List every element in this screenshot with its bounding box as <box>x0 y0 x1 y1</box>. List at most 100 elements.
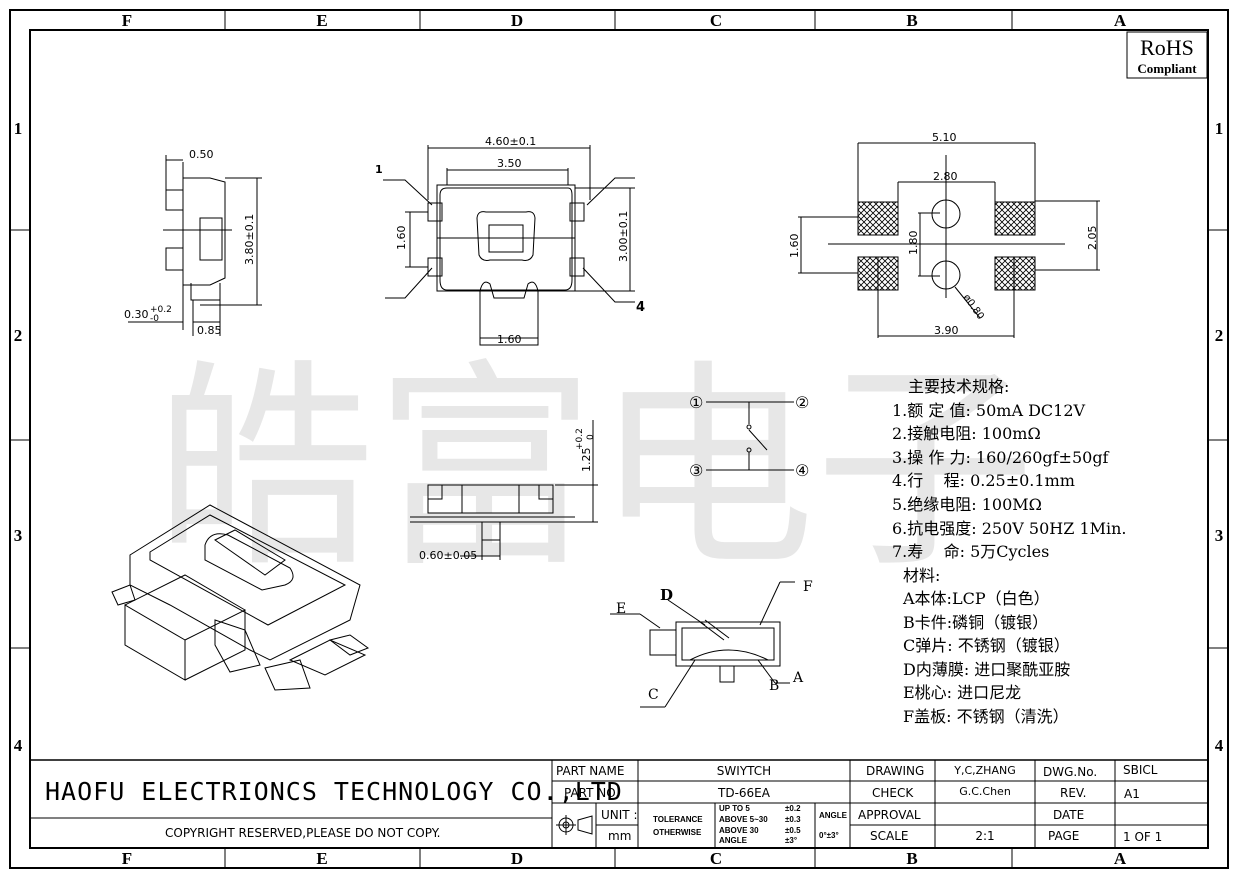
angle-value: 0°±3° <box>819 831 839 840</box>
isometric-view <box>111 504 370 691</box>
dim-label: 3.90 <box>934 324 959 337</box>
zone-label: B <box>906 849 917 868</box>
rev-label: REV. <box>1060 786 1086 800</box>
zone-label: 1 <box>1215 119 1224 138</box>
dim-label: 0.60±0.05 <box>419 549 477 562</box>
material-item: C弹片: 不锈钢（镀银） <box>903 636 1070 655</box>
page-value: 1 OF 1 <box>1123 830 1162 844</box>
dwg-no-label: DWG.No. <box>1043 765 1097 779</box>
zone-label: 1 <box>14 119 23 138</box>
tolerance-value: ±0.3 <box>785 815 801 824</box>
section-view: E D F A B C <box>610 579 813 708</box>
terminal-label: ③ <box>689 461 703 480</box>
dim-label: 3.50 <box>497 157 522 170</box>
part-name-label: PART NAME <box>556 764 624 778</box>
outer-border <box>9 9 1229 869</box>
angle-label: ANGLE <box>819 811 848 820</box>
zone-label: E <box>316 849 327 868</box>
top-view: 4.60±0.1 3.50 1.60 3.00±0.1 1.60 1 4 <box>375 135 645 346</box>
dim-label: 1.25 <box>580 448 593 473</box>
tolerance-range: ABOVE 5~30 <box>719 815 768 824</box>
otherwise-label: OTHERWISE <box>653 828 702 837</box>
page-label: PAGE <box>1048 829 1079 843</box>
materials-title: 材料: <box>903 566 940 585</box>
zone-label: C <box>710 11 722 30</box>
zone-column-labels-bottom: F E D C B A <box>122 849 1127 868</box>
zone-label: 4 <box>1215 736 1224 755</box>
dim-label: 0.30 <box>124 308 149 321</box>
spec-item: 7.寿 命: 5万Cycles <box>892 542 1049 561</box>
callout-label: B <box>769 678 779 694</box>
callout-label: C <box>648 687 659 703</box>
specs-title: 主要技术规格: <box>908 377 1009 396</box>
zone-label: 3 <box>14 526 23 545</box>
zone-label: C <box>710 849 722 868</box>
zone-label: D <box>511 11 523 30</box>
dim-label: 0.50 <box>189 148 214 161</box>
tolerance-range: ABOVE 30 <box>719 826 759 835</box>
dim-label: 2.05 <box>1086 226 1099 251</box>
material-item: D内薄膜: 进口聚酰亚胺 <box>903 660 1070 679</box>
dim-label: 1.60 <box>395 226 408 251</box>
dim-label: 1.60 <box>788 234 801 259</box>
callout-label: F <box>803 579 813 595</box>
approval-label: APPROVAL <box>858 808 921 822</box>
rohs-title: RoHS <box>1140 35 1194 60</box>
tolerance-range: UP TO 5 <box>719 804 750 813</box>
material-item: A本体:LCP（白色） <box>902 589 1050 608</box>
tolerance-label: TOLERANCE <box>653 815 703 824</box>
dim-label: 2.80 <box>933 170 958 183</box>
spec-item: 4.行 程: 0.25±0.1mm <box>892 471 1075 490</box>
checked-by: G.C.Chen <box>959 785 1011 798</box>
dim-label: 3.80±0.1 <box>243 214 256 265</box>
zone-label: 2 <box>14 326 23 345</box>
part-no-label: PART NO. <box>564 786 619 800</box>
zone-label: A <box>1114 11 1127 30</box>
inner-border <box>29 29 1209 849</box>
dim-label: +0.2 <box>150 305 172 315</box>
drawing-label: DRAWING <box>866 764 924 778</box>
pin-label: 1 <box>375 163 383 176</box>
scale-value: 2:1 <box>975 829 994 843</box>
company-name: HAOFU ELECTRIONCS TECHNOLOGY CO.,LTD <box>45 777 623 806</box>
copyright-notice: COPYRIGHT RESERVED,PLEASE DO NOT COPY. <box>165 826 440 840</box>
rohs-subtitle: Compliant <box>1137 61 1197 76</box>
part-name: SWIYTCH <box>717 764 771 778</box>
zone-dividers <box>10 10 1228 868</box>
pcb-footprint: 5.10 2.80 1.60 1.80 2.05 ø0.80 3.90 <box>788 131 1100 338</box>
material-item: E桃心: 进口尼龙 <box>903 683 1021 702</box>
part-no: TD-66EA <box>717 786 771 800</box>
zone-column-labels-top: F E D C B A <box>122 11 1127 30</box>
dim-label: 3.00±0.1 <box>617 211 630 262</box>
date-label: DATE <box>1053 808 1084 822</box>
title-block: HAOFU ELECTRIONCS TECHNOLOGY CO.,LTD COP… <box>30 759 1208 848</box>
zone-row-labels: 1 2 3 4 1 2 3 4 <box>14 119 1224 755</box>
rohs-badge: RoHS Compliant <box>1126 31 1208 79</box>
scale-label: SCALE <box>870 829 908 843</box>
zone-label: 4 <box>14 736 23 755</box>
zone-label: 2 <box>1215 326 1224 345</box>
dim-label: 1.60 <box>497 333 522 346</box>
dim-label: 5.10 <box>932 131 957 144</box>
dim-label: ø0.80 <box>961 292 986 322</box>
spec-item: 6.抗电强度: 250V 50HZ 1Min. <box>892 519 1127 538</box>
terminal-label: ① <box>689 393 703 412</box>
unit-value: mm <box>608 829 631 843</box>
terminal-label: ④ <box>795 461 809 480</box>
spec-item: 5.绝缘电阻: 100MΩ <box>892 495 1042 514</box>
callout-label: A <box>792 670 804 686</box>
zone-label: 3 <box>1215 526 1224 545</box>
terminal-label: ② <box>795 393 809 412</box>
zone-label: F <box>122 849 132 868</box>
dim-label: 4.60±0.1 <box>485 135 536 148</box>
zone-label: A <box>1114 849 1127 868</box>
dwg-no: SBICL <box>1123 763 1158 777</box>
dim-label: 1.80 <box>907 231 920 256</box>
spec-item: 2.接触电阻: 100mΩ <box>892 424 1041 443</box>
pin-label: 4 <box>636 300 645 315</box>
tolerance-value: ±3° <box>785 836 797 845</box>
drawing-by: Y,C,ZHANG <box>953 764 1015 777</box>
tolerance-range: ANGLE <box>719 836 748 845</box>
rev-value: A1 <box>1124 787 1140 801</box>
